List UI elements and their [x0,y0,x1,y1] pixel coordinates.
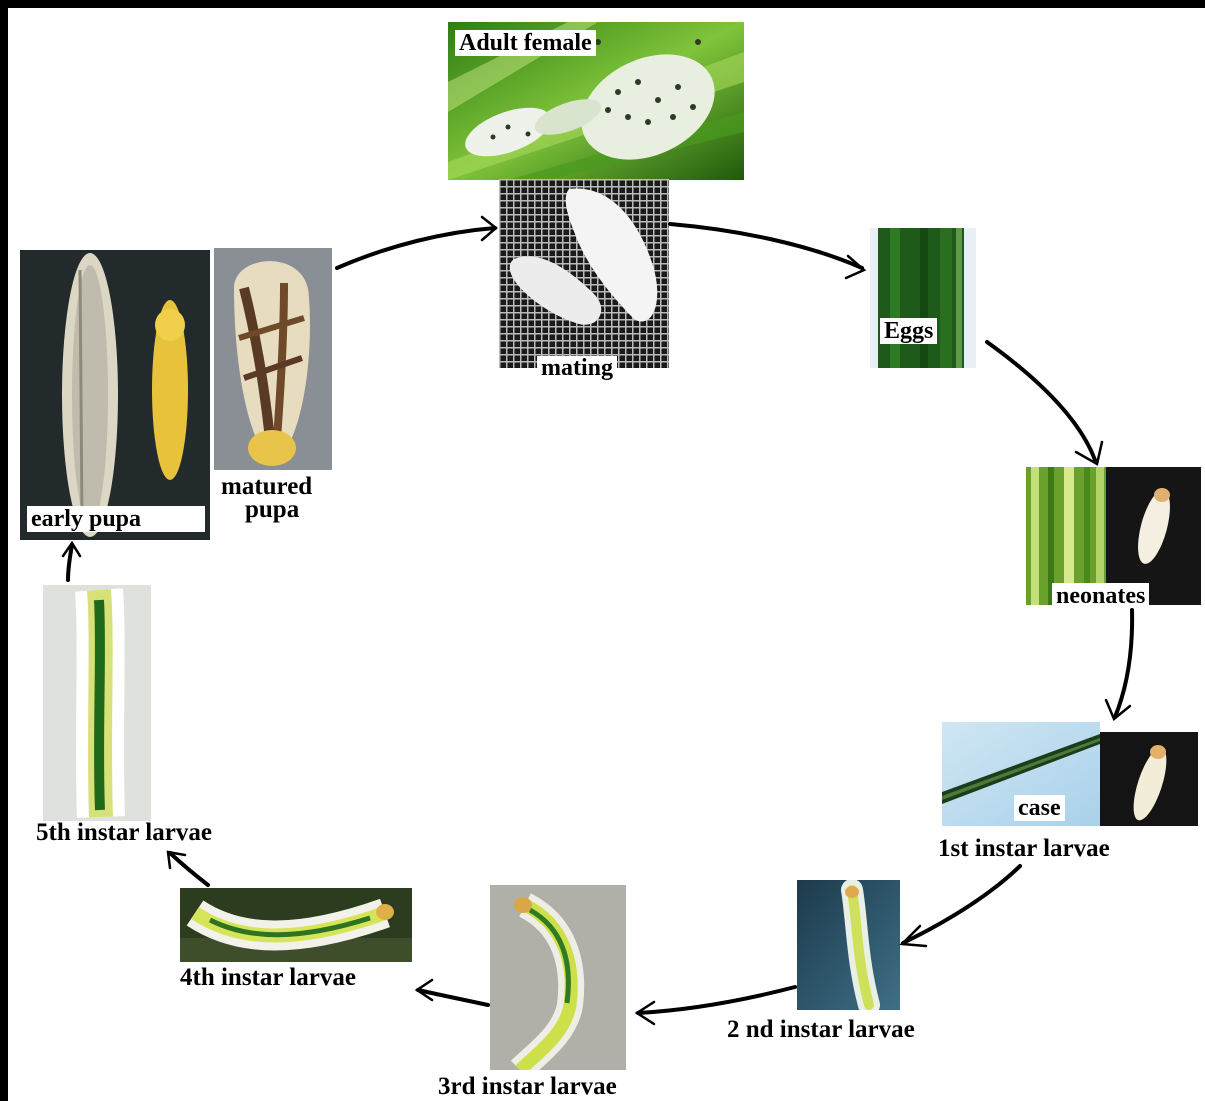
arrow-mating-to-eggs [670,224,862,268]
arrow-eggs-to-neonates [987,342,1095,460]
arrow-fifth-to-early-pupa [68,545,72,580]
arrow-fourth-to-fifth [170,853,208,885]
arrow-pupa-to-mating [337,228,495,268]
arrow-second-to-third [638,987,795,1013]
arrow-first-to-second [903,866,1020,943]
arrow-neonates-to-first [1115,610,1132,717]
